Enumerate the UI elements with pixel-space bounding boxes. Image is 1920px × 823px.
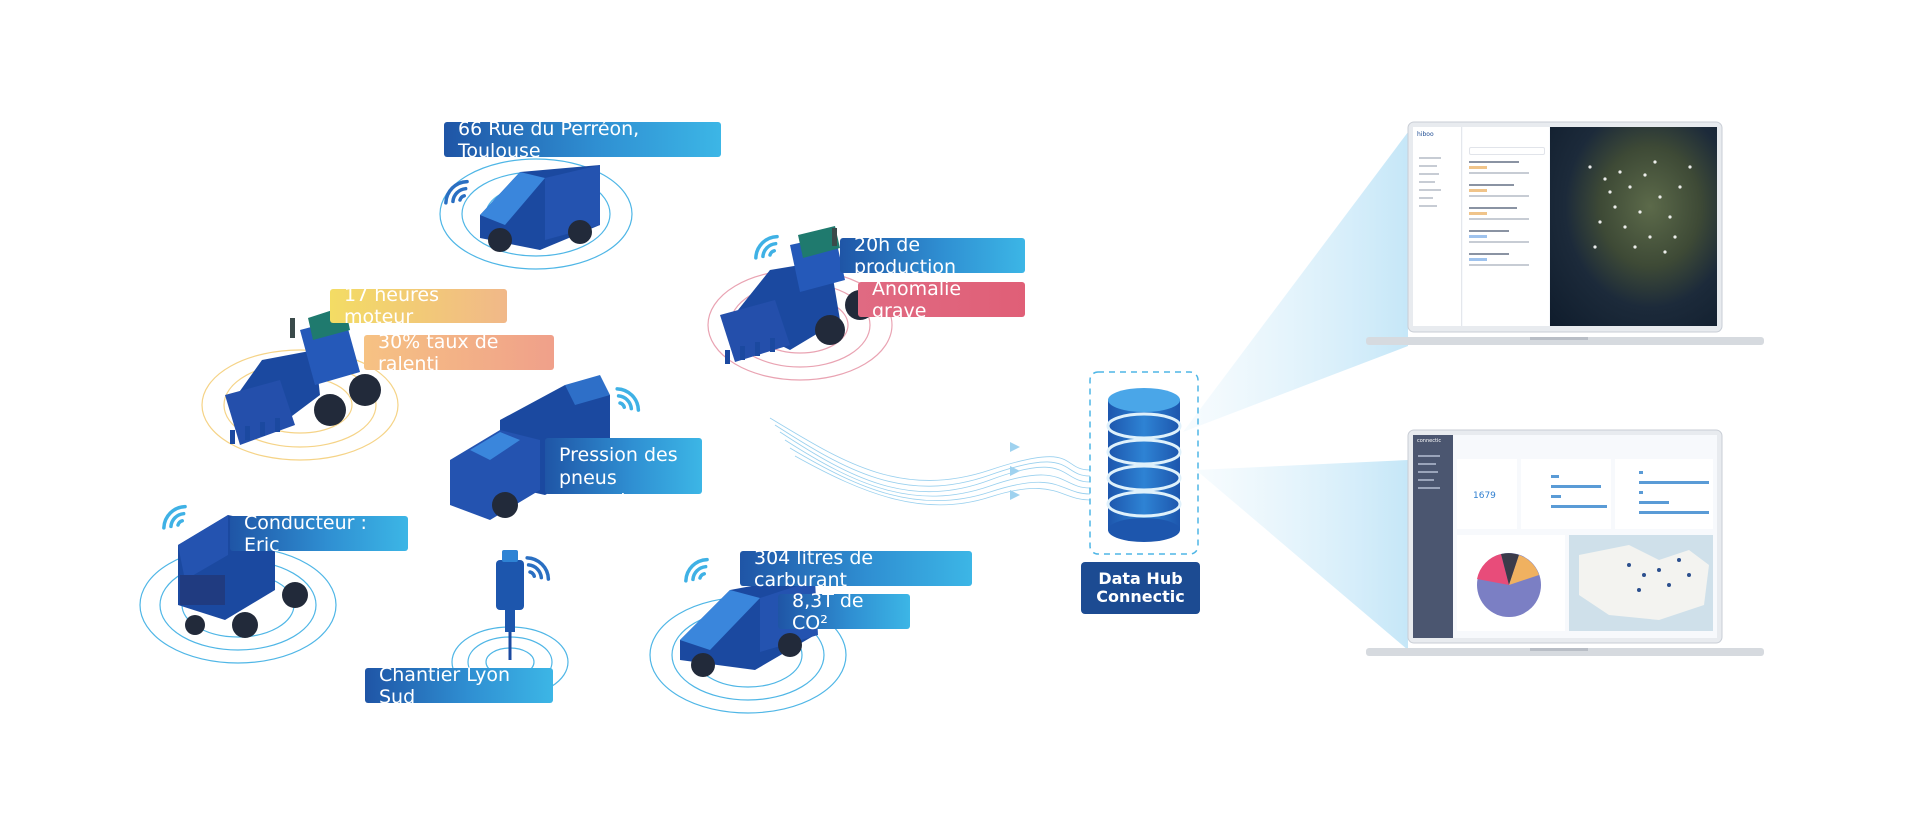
label-engine-hours: 17 heures moteur bbox=[330, 284, 507, 328]
label-tire-pressure: Pression des pneus normale bbox=[545, 438, 702, 512]
bottom-app-bars-1 bbox=[1521, 459, 1611, 529]
wheel-loader-icon bbox=[225, 306, 381, 445]
top-app-list bbox=[1463, 127, 1549, 326]
mini-map bbox=[1579, 545, 1709, 620]
bottom-app-brand: connectic bbox=[1417, 438, 1442, 444]
kpi-value: 1679 bbox=[1473, 491, 1496, 501]
bottom-app-pie-panel bbox=[1457, 535, 1565, 631]
wifi-icon bbox=[684, 557, 709, 583]
map-markers bbox=[1588, 160, 1692, 254]
database-icon bbox=[1089, 371, 1199, 555]
beam-top bbox=[1183, 132, 1408, 432]
label-address: 66 Rue du Perréon, Toulouse bbox=[444, 118, 721, 162]
label-co2: 8,3T de CO² bbox=[778, 590, 910, 634]
label-anomaly: Anomalie grave bbox=[858, 278, 1025, 322]
van-icon bbox=[480, 165, 600, 252]
hub-line-1: Data Hub bbox=[1098, 569, 1183, 588]
label-production: 20h de production bbox=[840, 234, 1025, 278]
sidebar-lines bbox=[1419, 157, 1441, 207]
bulldozer-icon bbox=[720, 226, 875, 364]
wifi-icon bbox=[525, 556, 551, 581]
laptop-bottom-screen: connectic 1679 bbox=[1413, 435, 1717, 638]
label-fuel: 304 litres de carburant bbox=[740, 547, 972, 591]
beam-bottom bbox=[1196, 460, 1408, 650]
wifi-icon bbox=[615, 387, 641, 412]
hub-line-2: Connectic bbox=[1096, 587, 1185, 606]
bottom-app-map-panel bbox=[1569, 535, 1713, 631]
data-hub-label: Data Hub Connectic bbox=[1081, 562, 1200, 614]
top-app-map bbox=[1550, 127, 1717, 326]
flow-arrows bbox=[1010, 442, 1020, 500]
bottom-app-sidebar: connectic bbox=[1413, 435, 1453, 638]
pie-chart bbox=[1477, 553, 1541, 617]
bottom-app-bars-2 bbox=[1615, 459, 1713, 529]
label-driver: Conducteur : Eric bbox=[230, 512, 408, 556]
top-app-sidebar: hiboo bbox=[1413, 127, 1462, 326]
top-app-brand: hiboo bbox=[1417, 131, 1434, 138]
wifi-icon bbox=[162, 504, 187, 530]
wifi-icon bbox=[444, 179, 469, 205]
data-flow-waves bbox=[769, 417, 1091, 506]
sensor-icon bbox=[496, 550, 524, 660]
label-idle-rate: 30% taux de ralenti bbox=[364, 331, 554, 375]
label-site: Chantier Lyon Sud bbox=[365, 664, 553, 708]
bottom-app-kpi: 1679 bbox=[1457, 459, 1517, 529]
laptop-top-screen: hiboo bbox=[1413, 127, 1717, 326]
wifi-icon bbox=[754, 234, 779, 260]
